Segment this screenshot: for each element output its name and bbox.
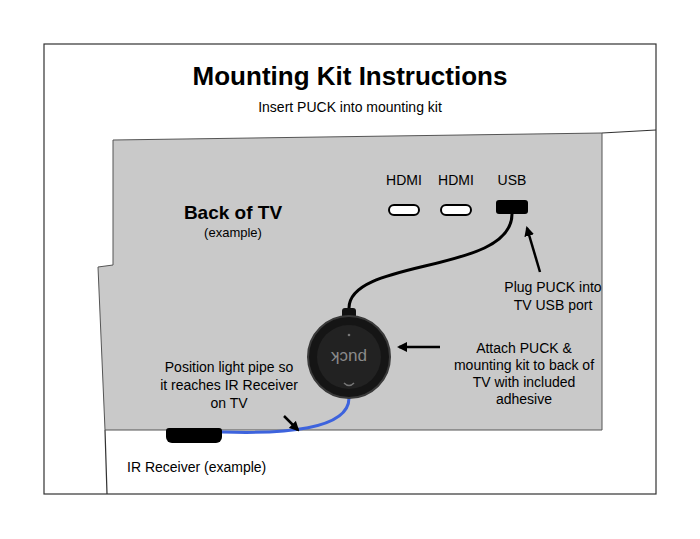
title: Mounting Kit Instructions [0,61,700,91]
usb-port [496,200,528,214]
usb-cable [349,214,512,308]
leader-arrow [399,346,440,349]
callout-text: Attach PUCK & mounting kit to back of TV… [449,340,599,408]
ir-receiver: IR Receiver (example) [127,428,266,476]
leader-arrow [284,416,298,430]
callout-text: Plug PUCK into TV USB port [494,278,612,314]
torn-edge [602,130,656,133]
port-label: USB [487,172,537,188]
port-label: HDMI [379,172,429,188]
port: HDMI [379,172,429,216]
port: HDMI [431,172,481,216]
hdmi-port [388,204,420,216]
hdmi-port [440,204,472,216]
callout-text: Position light pipe so it reaches IR Rec… [160,358,298,412]
puck-icon [344,383,354,386]
puck-device: puck [307,315,391,399]
subtitle: Insert PUCK into mounting kit [0,99,700,116]
torn-edge [105,430,107,494]
ir-receiver-body [166,428,222,443]
puck-ring [308,316,390,398]
tv-label: Back of TV(example) [133,202,333,242]
panel-note: (example) [133,224,333,242]
port: USB [487,172,537,214]
puck-dot [348,334,351,337]
port-label: HDMI [431,172,481,188]
ir-label: IR Receiver (example) [127,459,266,476]
puck-logo: puck [307,347,391,367]
leader-arrow [527,228,540,272]
panel-heading: Back of TV [133,202,333,224]
